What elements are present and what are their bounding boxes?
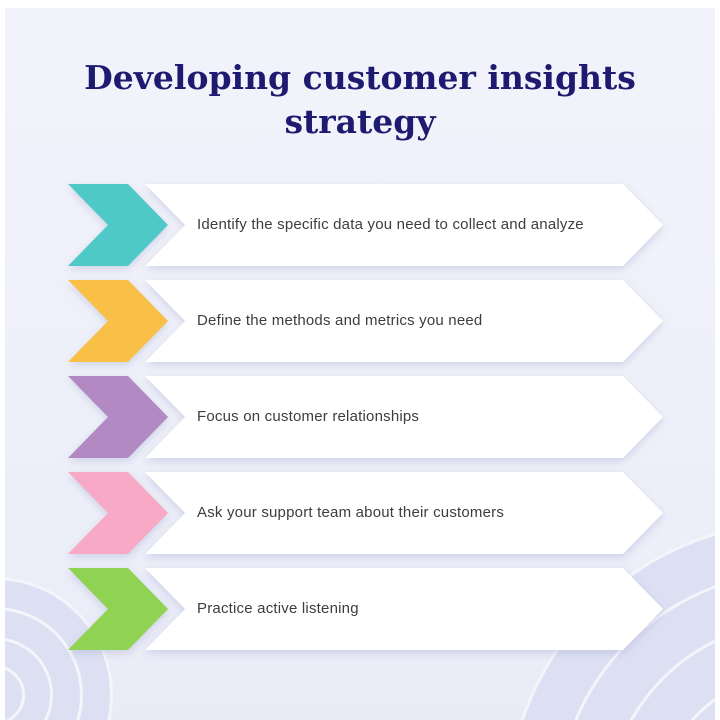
step-label: Identify the specific data you need to c… xyxy=(197,216,584,234)
step-banner: Ask your support team about their custom… xyxy=(145,472,663,554)
step-row-2: Define the methods and metrics you need xyxy=(68,280,668,362)
chevron-right-icon xyxy=(68,280,168,362)
step-row-1: Identify the specific data you need to c… xyxy=(68,184,668,266)
step-label: Focus on customer relationships xyxy=(197,408,420,426)
step-row-5: Practice active listening xyxy=(68,568,668,650)
step-label: Practice active listening xyxy=(197,600,359,618)
step-label: Ask your support team about their custom… xyxy=(197,504,505,522)
chevron-right-icon xyxy=(68,472,168,554)
step-banner: Practice active listening xyxy=(145,568,663,650)
step-row-3: Focus on customer relationships xyxy=(68,376,668,458)
step-label: Define the methods and metrics you need xyxy=(197,312,483,330)
step-banner: Define the methods and metrics you need xyxy=(145,280,663,362)
step-row-4: Ask your support team about their custom… xyxy=(68,472,668,554)
step-banner: Focus on customer relationships xyxy=(145,376,663,458)
page-title: Developing customer insights strategy xyxy=(84,58,636,141)
chevron-right-icon xyxy=(68,184,168,266)
chevron-right-icon xyxy=(68,568,168,650)
chevron-right-icon xyxy=(68,376,168,458)
page-background: Developing customer insights strategy Id… xyxy=(5,8,715,720)
step-banner: Identify the specific data you need to c… xyxy=(145,184,663,266)
